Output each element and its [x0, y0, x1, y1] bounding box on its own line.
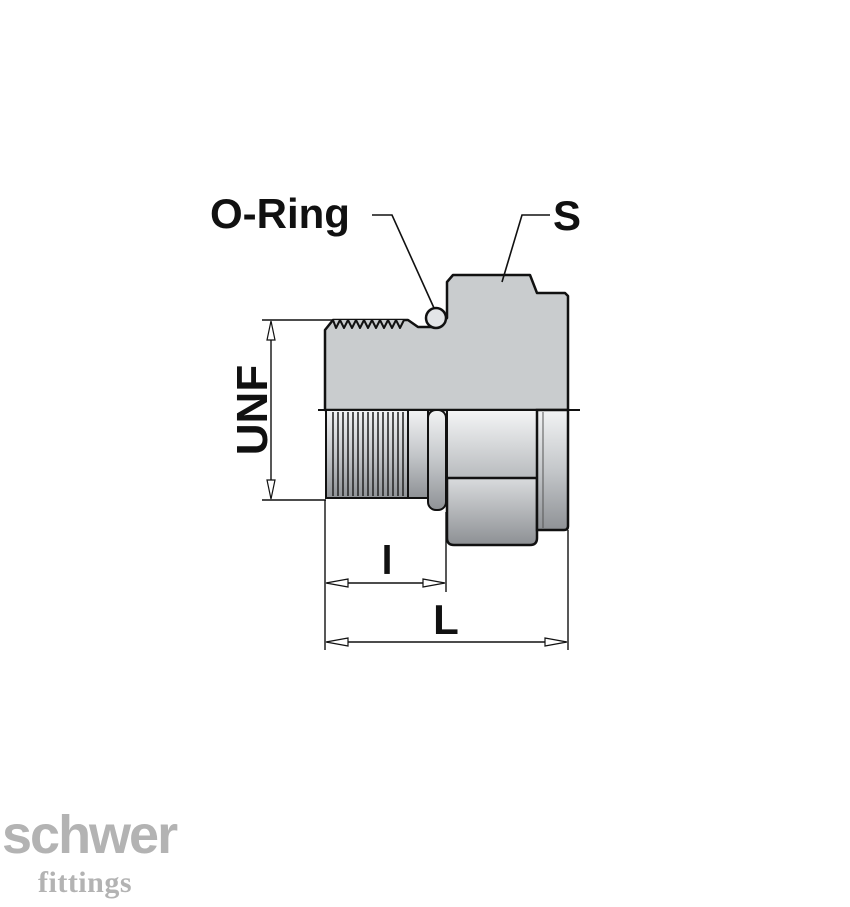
- hex-face-lower: [445, 476, 539, 547]
- undercut: [407, 409, 429, 499]
- s-leader: [501, 214, 550, 283]
- brand-logo: schwer: [2, 805, 178, 865]
- o-ring-circle: [424, 306, 448, 330]
- o-ring-label: O-Ring: [210, 190, 350, 237]
- s-label: S: [553, 192, 581, 239]
- l-total-label: L: [433, 596, 459, 643]
- l-total-dimension: [325, 530, 569, 650]
- l-small-dimension: [324, 500, 447, 650]
- thread-teeth: [332, 319, 408, 329]
- unf-dimension: [262, 319, 333, 501]
- o-ring-side: [427, 409, 447, 511]
- hex-face-upper: [446, 409, 538, 479]
- fitting-body-section: [323, 273, 570, 412]
- o-ring-leader: [372, 214, 435, 309]
- hex-collar: [535, 408, 570, 532]
- fitting-section-half: [323, 273, 570, 412]
- fitting-view-half: [325, 408, 570, 547]
- brand-logo-subtitle: fittings: [38, 866, 132, 899]
- l-small-label: l: [381, 539, 392, 583]
- thread-lines: [332, 412, 404, 496]
- unf-label: UNF: [228, 365, 277, 455]
